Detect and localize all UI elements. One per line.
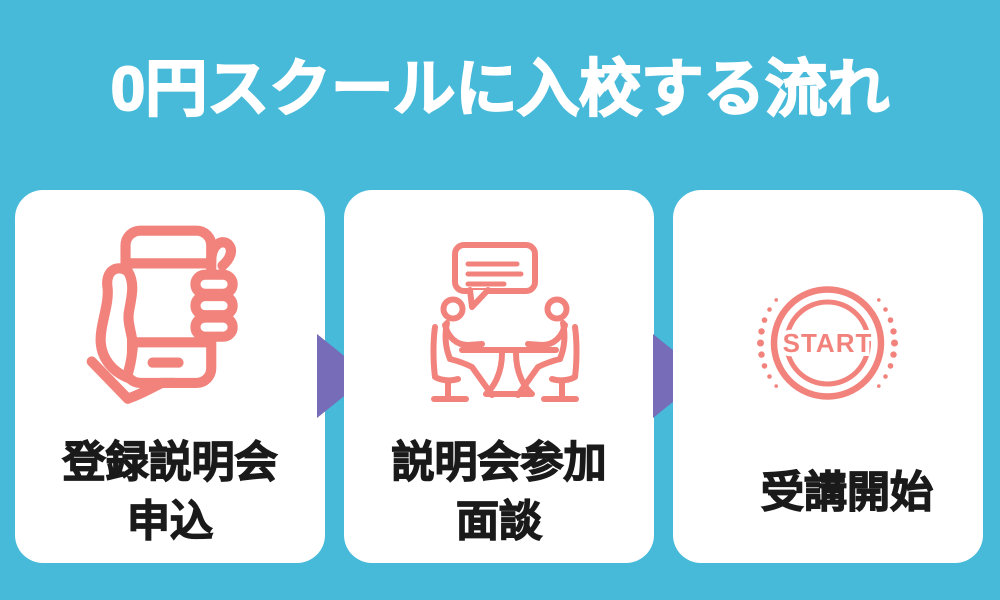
step-caption: 説明会参加 面談 [344,423,654,563]
step-caption-line: 説明会参加 [391,438,607,487]
step-card-start: START 受講開始 [673,190,983,563]
arrow-right-triangle [317,334,369,418]
step-caption-line: 申込 [126,497,213,546]
dotted-arc-right [877,298,898,388]
smartphone-in-hand-icon [86,225,238,404]
step-caption-line: 受講開始 [760,468,933,517]
page-title: 0円スクールに入校する流れ [110,54,890,124]
interview-meeting-icon [430,242,580,402]
step-caption: 受講開始 [692,423,1000,563]
step-caption-line: 登録説明会 [62,438,278,487]
start-badge-icon: START [757,286,898,400]
step-card-interview: 説明会参加 面談 [344,190,654,563]
step-card-application: 登録説明会 申込 [15,190,325,563]
step-caption: 登録説明会 申込 [15,423,325,563]
dotted-arc-left [757,298,778,388]
step-caption-line: 面談 [455,497,542,546]
arrow-right-icon [317,334,369,418]
start-badge-label: START [783,328,873,358]
